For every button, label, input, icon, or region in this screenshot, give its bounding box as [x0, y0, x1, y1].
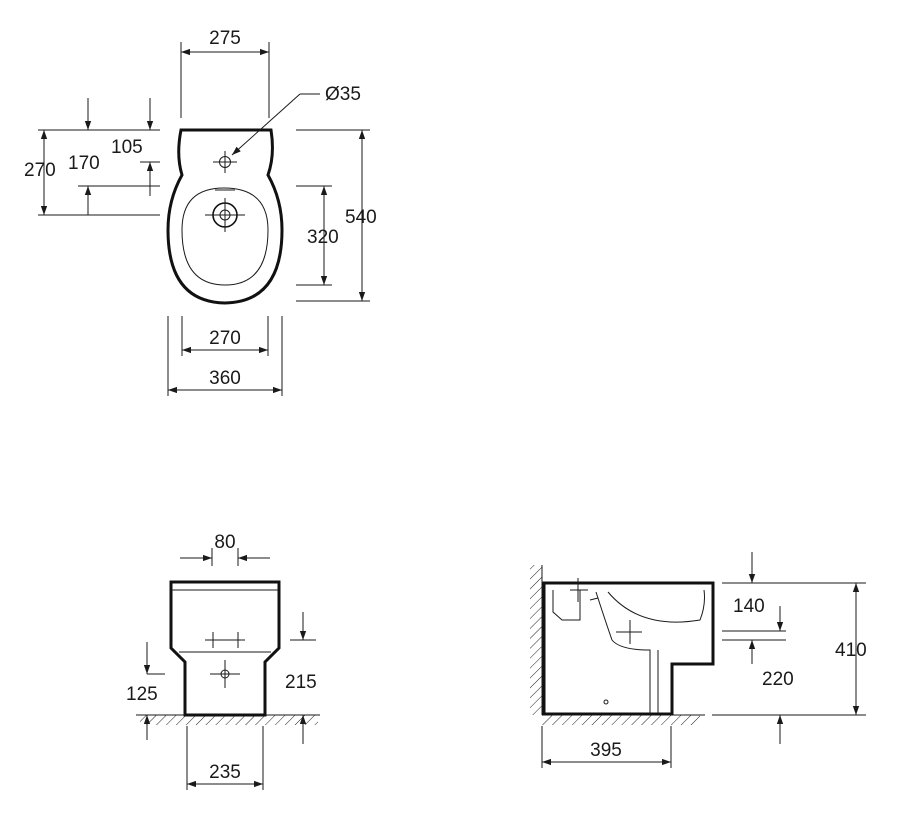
dim-125: 125: [126, 684, 158, 705]
top-view: 275 Ø35 270 170 105 540 320: [24, 28, 377, 396]
dim-410: 410: [835, 640, 867, 661]
side-view: 140 410 220 395: [530, 552, 867, 768]
floor-hatch: [140, 715, 318, 725]
dim-235: 235: [209, 762, 241, 783]
floor-hatch-side: [542, 715, 700, 725]
wall-hatch: [530, 565, 542, 715]
dim-395: 395: [590, 740, 622, 761]
dim-270-bottom: 270: [209, 328, 241, 349]
dim-275: 275: [209, 28, 241, 49]
bidet-top-outline: [166, 128, 284, 305]
bidet-side-bowl: [552, 590, 581, 621]
bidet-bowl: [181, 187, 269, 286]
dim-diameter-35: Ø35: [325, 84, 361, 105]
dim-320: 320: [307, 227, 339, 248]
dim-80: 80: [214, 532, 235, 553]
bidet-front-outline: [169, 580, 281, 717]
dim-215: 215: [285, 672, 317, 693]
front-view: 80 125 215 235: [126, 532, 320, 790]
drain-icon: [205, 189, 245, 232]
dim-170: 170: [68, 153, 100, 174]
dim-105: 105: [111, 137, 143, 158]
dim-140: 140: [733, 596, 765, 617]
tap-hole-icon: [213, 151, 237, 173]
dim-220: 220: [762, 669, 794, 690]
tap-marker-icon: [205, 632, 245, 688]
dim-360: 360: [209, 368, 241, 389]
dim-540: 540: [345, 207, 377, 228]
bidet-side-outline: [542, 581, 715, 716]
fixing-hole-icon: [603, 699, 609, 705]
dim-270-left: 270: [24, 160, 56, 181]
